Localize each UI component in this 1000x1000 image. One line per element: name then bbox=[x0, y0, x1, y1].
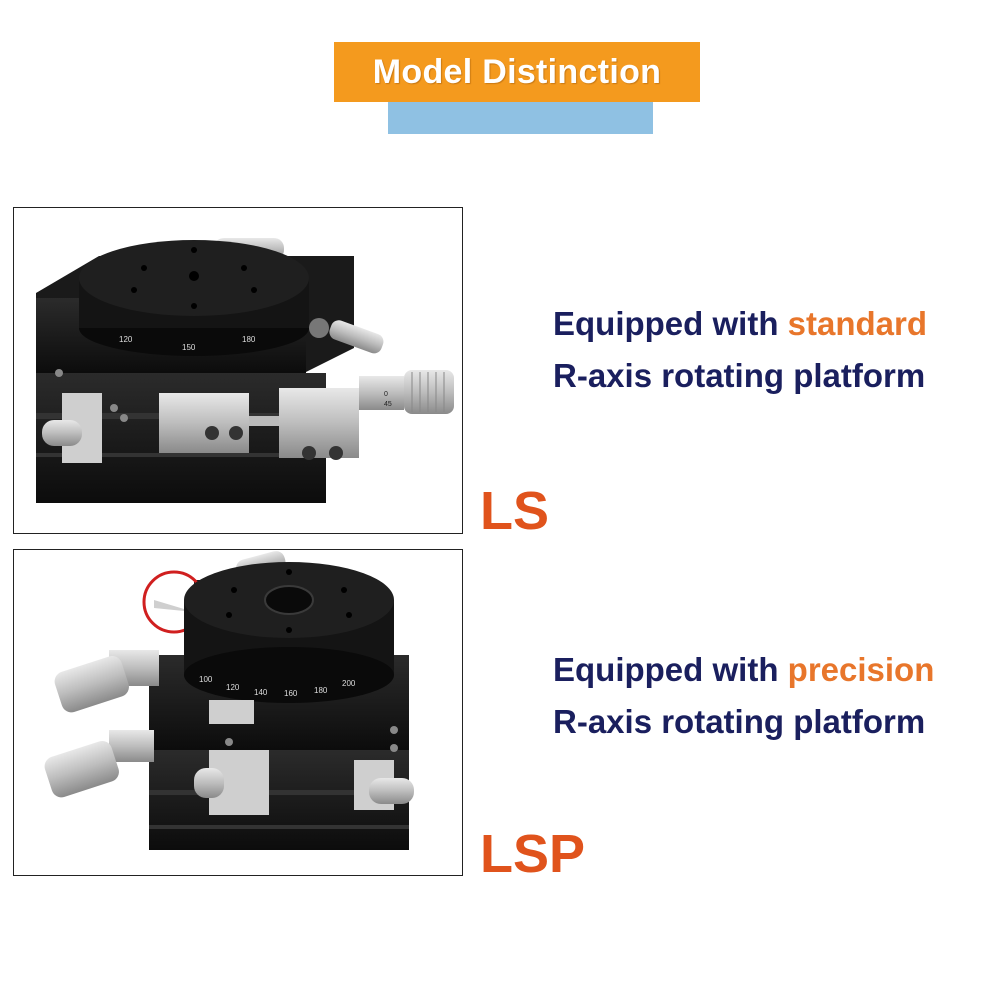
ls-description-line2: R-axis rotating platform bbox=[553, 357, 926, 394]
description-highlight: precision bbox=[787, 651, 935, 688]
lsp-stage-illustration: 100 120 140 160 180 200 bbox=[44, 551, 414, 850]
scale-label: 140 bbox=[254, 688, 268, 697]
clamp-block-right bbox=[279, 388, 359, 458]
micrometer-upper-thimble bbox=[54, 655, 129, 713]
side-knob bbox=[329, 320, 384, 354]
description-prefix: Equipped with bbox=[553, 305, 788, 342]
ls-description-line1: Equipped with standard bbox=[553, 298, 927, 350]
scale-label: 120 bbox=[226, 683, 240, 692]
micrometer-barrel bbox=[359, 376, 404, 410]
right-knob bbox=[369, 778, 414, 804]
micrometer-label: 45 bbox=[384, 401, 392, 408]
lsp-description: Equipped with precision R-axis rotating … bbox=[553, 644, 934, 748]
ls-description: Equipped with standard R-axis rotating p… bbox=[553, 298, 927, 402]
scale-label: 100 bbox=[199, 675, 213, 684]
banner-title-box: Model Distinction bbox=[334, 42, 700, 102]
scale-label: 180 bbox=[242, 335, 256, 344]
lsp-product-image: 100 120 140 160 180 200 bbox=[13, 549, 463, 876]
scale-label: 160 bbox=[284, 689, 298, 698]
left-knob bbox=[42, 420, 82, 446]
ls-stage-illustration: 120 150 180 0 45 bbox=[36, 238, 454, 503]
ls-model-code: LS bbox=[480, 481, 550, 541]
front-knob bbox=[194, 768, 224, 798]
scale-label: 180 bbox=[314, 686, 328, 695]
vernier-scale bbox=[209, 700, 254, 724]
banner-title: Model Distinction bbox=[372, 52, 662, 91]
description-prefix: Equipped with bbox=[553, 651, 788, 688]
scale-label: 150 bbox=[182, 343, 196, 352]
ls-product-image: 120 150 180 0 45 bbox=[13, 207, 463, 534]
clamp-block-left bbox=[159, 393, 249, 453]
title-banner: Model Distinction bbox=[0, 0, 1000, 140]
description-highlight: standard bbox=[787, 305, 928, 342]
micrometer-label: 0 bbox=[384, 391, 388, 398]
lsp-description-line2: R-axis rotating platform bbox=[553, 703, 926, 740]
banner-accent-bar bbox=[388, 100, 653, 134]
scale-label: 200 bbox=[342, 679, 356, 688]
micrometer-lower-thimble bbox=[44, 740, 119, 798]
lsp-model-code: LSP bbox=[480, 824, 586, 884]
scale-label: 120 bbox=[119, 335, 133, 344]
micrometer-lower bbox=[109, 730, 154, 762]
lsp-description-line1: Equipped with precision bbox=[553, 644, 934, 696]
micrometer-thimble bbox=[404, 370, 454, 414]
